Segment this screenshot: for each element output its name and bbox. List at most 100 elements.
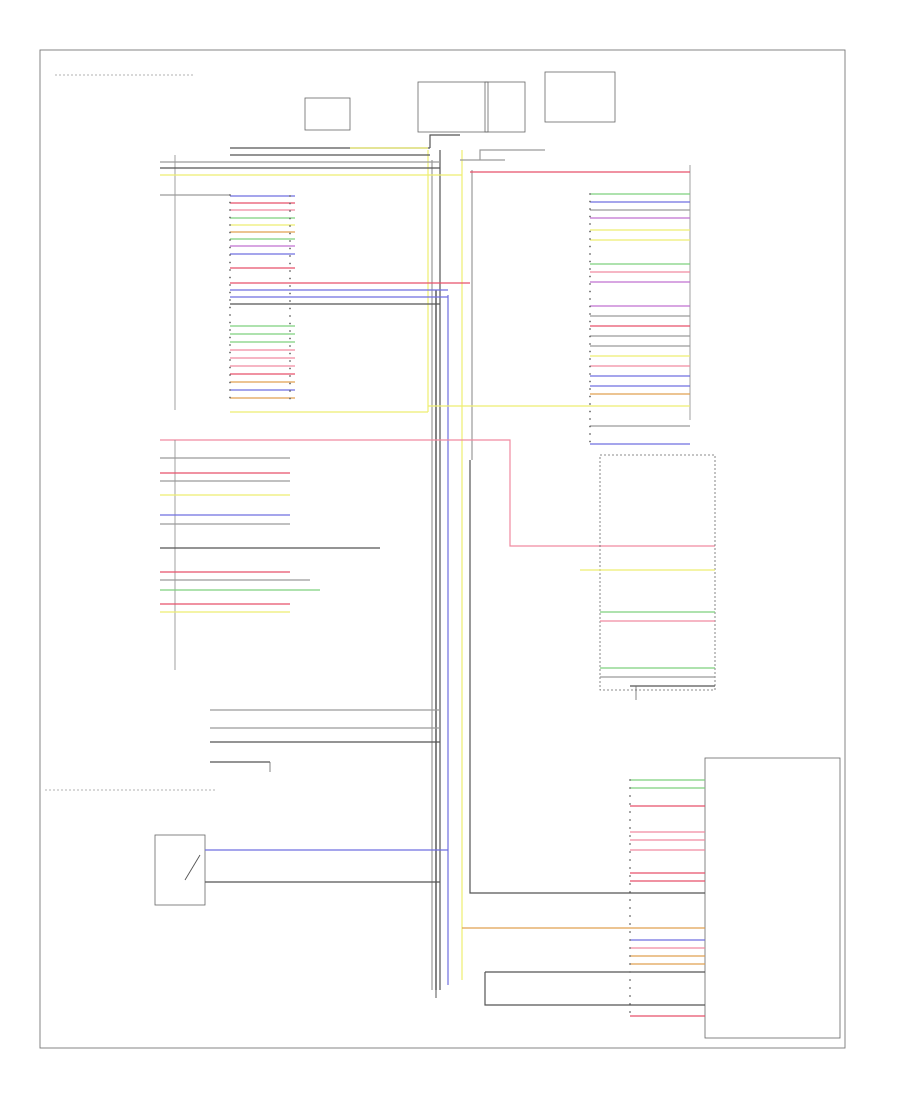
pin-dot (229, 314, 231, 316)
pin-dot (589, 200, 591, 203)
pin-dot (289, 352, 291, 355)
pin-dot (289, 240, 291, 242)
pin-dot (629, 859, 631, 861)
pin-dot (589, 245, 591, 248)
pin-dot (289, 210, 291, 212)
pin-dot (589, 395, 591, 398)
pin-dot (289, 225, 291, 227)
pin-dot (289, 360, 291, 362)
diagram-frame (39, 49, 846, 1049)
pin-dot (629, 819, 631, 821)
pin-dot (629, 779, 631, 781)
right-module-upper (428, 165, 691, 445)
pin-dot (229, 381, 231, 384)
pin-dot (229, 366, 231, 369)
pin-dot (629, 915, 631, 917)
pin-dot (289, 367, 291, 370)
top-connector-box-4 (544, 71, 616, 123)
pin-dot (589, 223, 591, 225)
pin-dot (229, 231, 231, 234)
pin-dot (589, 260, 591, 263)
pin-dot (289, 322, 291, 325)
pin-dot (589, 305, 591, 308)
top-connector-box-3 (484, 81, 526, 133)
pin-dot (289, 277, 291, 280)
pin-dot (589, 290, 591, 293)
pin-dot (589, 230, 591, 233)
pin-dot (229, 239, 231, 241)
pin-dot (589, 328, 591, 330)
pin-dot (229, 261, 231, 264)
pin-dot (589, 373, 591, 375)
pin-dot (589, 425, 591, 428)
pin-dot (629, 939, 631, 941)
pin-dot (629, 979, 631, 981)
left-module-lower (160, 440, 380, 670)
pin-dot (589, 320, 591, 323)
pin-dot (229, 224, 231, 226)
pin-dot (629, 947, 631, 949)
right-module-lower (462, 460, 841, 1039)
pin-dot (629, 931, 631, 933)
pin-dot (289, 285, 291, 287)
pin-dot (589, 380, 591, 383)
pin-dot (589, 418, 591, 420)
pin-dot (629, 1003, 631, 1005)
left-module-upper (160, 155, 470, 413)
pin-dot (289, 382, 291, 385)
pin-dot (589, 238, 591, 240)
pin-dot (229, 299, 231, 301)
pin-dot (289, 232, 291, 235)
pin-dot (589, 343, 591, 345)
pin-dot (229, 284, 231, 286)
pin-dot (229, 276, 231, 279)
pin-dot (629, 843, 631, 845)
pin-dot (629, 987, 631, 989)
pin-dot (589, 350, 591, 353)
pin-dot (229, 291, 231, 294)
pin-dot (289, 330, 291, 332)
pin-dot (589, 275, 591, 278)
pin-dot (229, 336, 231, 339)
pin-dot (629, 795, 631, 797)
pin-dot (289, 292, 291, 295)
pin-dot (229, 209, 231, 211)
pin-dot (589, 253, 591, 255)
pin-dot (229, 246, 231, 249)
pin-dot (629, 963, 631, 965)
pin-dot (629, 883, 631, 885)
pin-dot (289, 270, 291, 272)
pin-dot (289, 375, 291, 377)
pin-dot (629, 867, 631, 869)
top-connector-box-2 (417, 81, 489, 133)
pin-dot (629, 811, 631, 813)
pin-dot (629, 955, 631, 957)
pin-dot (229, 321, 231, 324)
pin-dot (629, 899, 631, 901)
right-module-middle (580, 454, 716, 700)
pin-dot (589, 313, 591, 315)
pin-dot (229, 201, 231, 204)
pin-dot (589, 365, 591, 368)
pin-dot (289, 202, 291, 205)
pin-dot (589, 215, 591, 218)
pin-dot (229, 396, 231, 399)
pin-dot (589, 208, 591, 210)
top-connector-box-1 (304, 97, 351, 131)
pin-dot (289, 255, 291, 257)
pin-dot (629, 971, 631, 973)
pin-dot (589, 433, 591, 435)
pin-dot (589, 283, 591, 285)
pin-dot (629, 995, 631, 997)
pin-dot (289, 307, 291, 310)
pin-dot (589, 335, 591, 338)
pin-dot (229, 306, 231, 309)
pin-dot (229, 351, 231, 354)
lower-left-wires (45, 709, 448, 906)
pin-dot (629, 1011, 631, 1013)
pin-dot (629, 851, 631, 853)
pin-dot (229, 359, 231, 361)
pin-dot (229, 344, 231, 346)
pin-dot (229, 269, 231, 271)
